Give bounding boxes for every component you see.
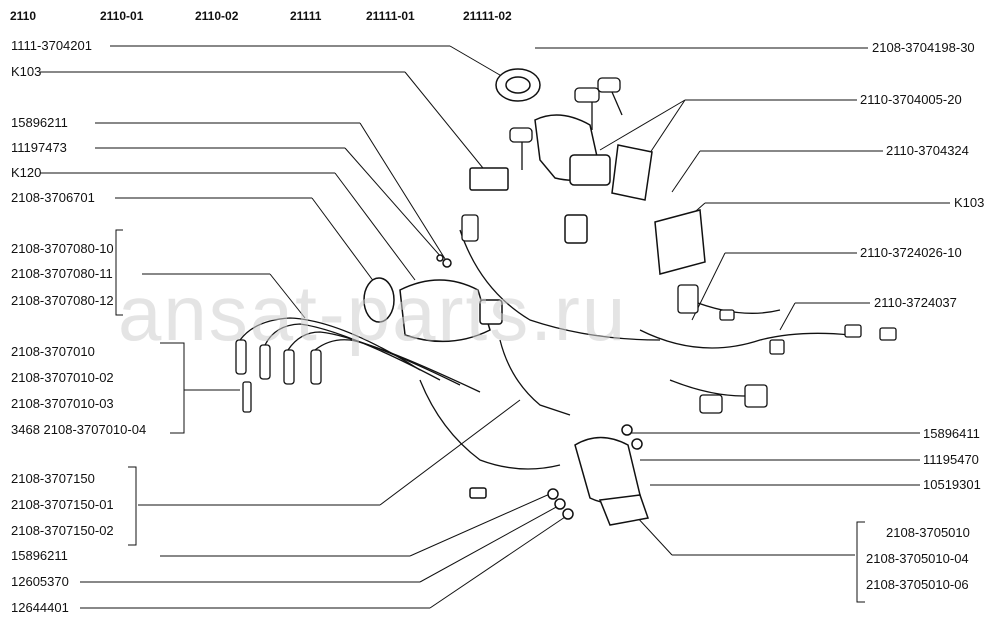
part-label: 2108-3707080-11 <box>11 266 113 281</box>
part-label: 2110-3704005-20 <box>860 92 962 107</box>
model-header-3: 2110-02 <box>195 9 239 23</box>
part-label: 2110-3704324 <box>886 143 969 158</box>
model-header-5: 21111-01 <box>366 9 415 23</box>
part-label: K103 <box>954 195 985 210</box>
part-label: 2108-3707080-12 <box>11 293 114 308</box>
model-header-4: 21111 <box>290 9 322 23</box>
part-label: 2108-3707010 <box>11 344 95 359</box>
part-label: 1111-3704201 <box>11 38 92 53</box>
part-label: 2108-3707010-03 <box>11 396 114 411</box>
part-label: 12644401 <box>11 600 69 615</box>
part-label: 11197473 <box>11 140 67 155</box>
part-label: 2108-3705010 <box>886 525 970 540</box>
part-label: 10519301 <box>923 477 981 492</box>
part-label: 2108-3705010-04 <box>866 551 969 566</box>
part-label: K103 <box>11 64 42 79</box>
part-label: 2110-3724026-10 <box>860 245 962 260</box>
part-label: 15896211 <box>11 548 68 563</box>
part-label: 2108-3707150-01 <box>11 497 114 512</box>
part-label: 2108-3706701 <box>11 190 95 205</box>
part-label: 2108-3707150-02 <box>11 523 114 538</box>
part-label: 2108-3707080-10 <box>11 241 114 256</box>
part-label: 2108-3707010-02 <box>11 370 114 385</box>
model-header-6: 21111-02 <box>463 9 512 23</box>
part-label: 15896211 <box>11 115 68 130</box>
part-label: K120 <box>11 165 42 180</box>
part-label: 11195470 <box>923 452 979 467</box>
watermark: ansat-parts.ru <box>118 269 628 357</box>
part-label: 12605370 <box>11 574 69 589</box>
part-label: 2110-3724037 <box>874 295 957 310</box>
part-label: 15896411 <box>923 426 980 441</box>
part-label: 3468 2108-3707010-04 <box>11 422 147 437</box>
model-header-2: 2110-01 <box>100 9 144 23</box>
part-label: 2108-3704198-30 <box>872 40 975 55</box>
part-label: 2108-3707150 <box>11 471 95 486</box>
model-header-1: 2110 <box>10 9 37 23</box>
part-label: 2108-3705010-06 <box>866 577 969 592</box>
